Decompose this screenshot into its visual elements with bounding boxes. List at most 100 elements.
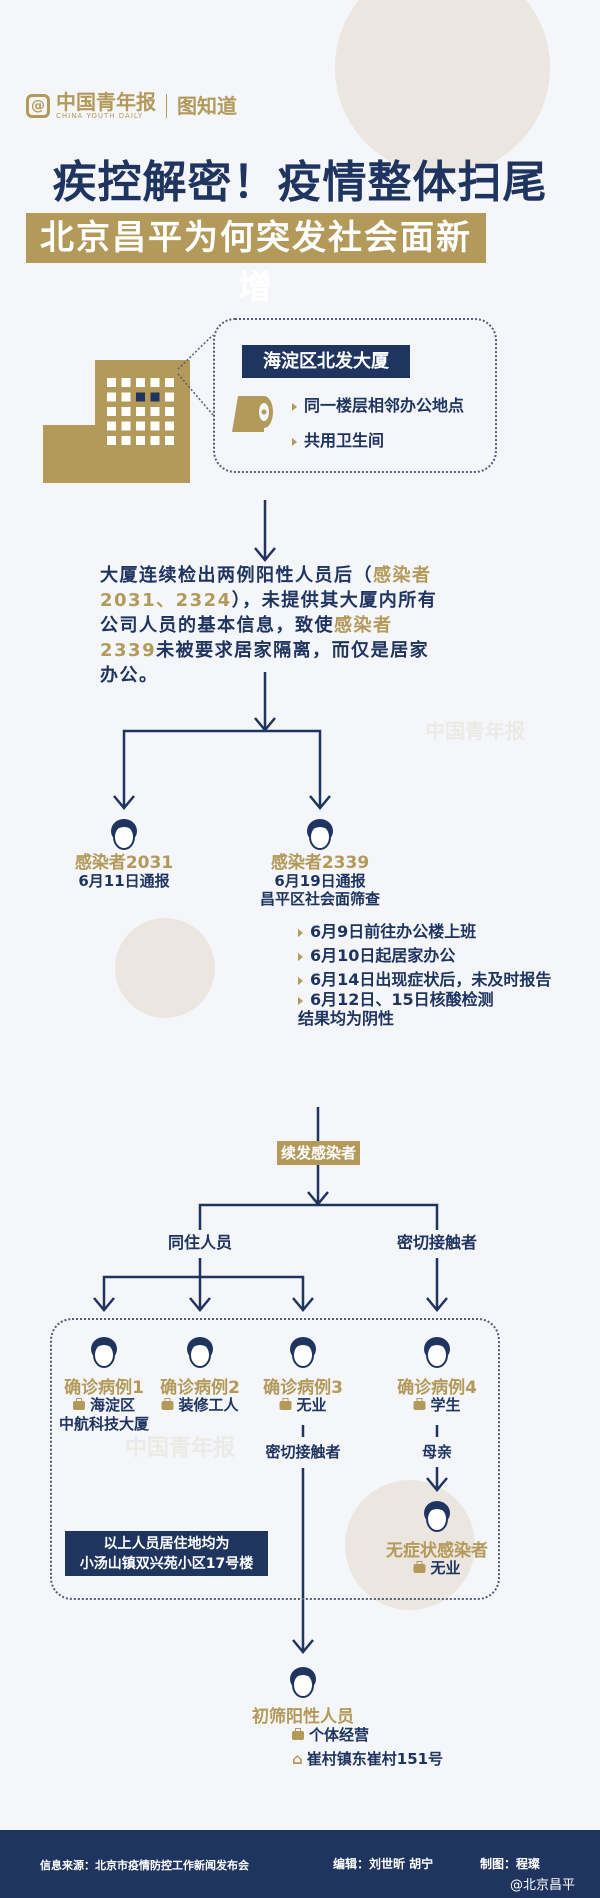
building-window bbox=[107, 421, 116, 431]
building-point: 同一楼层相邻办公地点 bbox=[292, 392, 464, 416]
building-point: 共用卫生间 bbox=[292, 427, 384, 451]
building-window bbox=[107, 378, 116, 387]
case-label: 确诊病例3 bbox=[263, 1378, 343, 1398]
timeline-point: 6月9日前往办公楼上班 bbox=[298, 918, 476, 942]
virus-decoration bbox=[335, 0, 550, 175]
building-window bbox=[121, 407, 131, 416]
building-window bbox=[150, 392, 160, 402]
case-job: 装修工人 bbox=[161, 1396, 239, 1415]
building-window bbox=[107, 407, 116, 416]
case-job-text: 装修工人 bbox=[178, 1396, 239, 1414]
building-window bbox=[136, 392, 145, 402]
briefcase-icon bbox=[161, 1398, 174, 1410]
initial-positive-job: 个体经营 bbox=[292, 1726, 369, 1745]
building-window bbox=[150, 436, 160, 445]
footer-source: 信息来源：北京市疫情防控工作新闻发布会 bbox=[40, 1859, 249, 1872]
briefcase-icon bbox=[292, 1728, 304, 1740]
residence-note: 以上人员居住地均为 小汤山镇双兴苑小区17号楼 bbox=[65, 1531, 268, 1576]
building-window bbox=[165, 378, 174, 387]
watermark: 中国青年报 bbox=[425, 719, 525, 743]
building-window bbox=[121, 421, 131, 431]
building-window bbox=[107, 436, 116, 445]
person-icon bbox=[185, 1336, 215, 1368]
person-icon bbox=[109, 818, 139, 850]
paragraph-text: 未被要求居家隔离，而仅是居家办公。 bbox=[100, 640, 430, 686]
building-window bbox=[165, 407, 174, 416]
briefcase-icon bbox=[413, 1561, 426, 1573]
case-job-text: 无业 bbox=[296, 1396, 327, 1414]
initial-positive-address: ⌂崔村镇东崔村151号 bbox=[292, 1750, 443, 1769]
branch-close-contacts: 密切接触者 bbox=[396, 1233, 478, 1252]
highlight-cases: 感染者2031、2324 bbox=[100, 565, 432, 611]
building-window bbox=[107, 392, 116, 402]
building-callout bbox=[213, 318, 497, 473]
logo: @ 中国青年报 CHINA YOUTH DAILY 图知道 bbox=[26, 92, 237, 120]
person-icon bbox=[288, 1336, 318, 1368]
residence-line: 小汤山镇双兴苑小区17号楼 bbox=[79, 1556, 254, 1572]
person-icon bbox=[422, 1500, 452, 1532]
residence-group bbox=[50, 1318, 500, 1600]
asymptomatic-job: 无业 bbox=[413, 1559, 461, 1578]
case-job-text: 学生 bbox=[430, 1396, 461, 1414]
building-window bbox=[136, 436, 145, 445]
case-job: 海淀区 bbox=[72, 1396, 136, 1415]
logo-english: CHINA YOUTH DAILY bbox=[56, 112, 144, 120]
secondary-badge: 续发感染者 bbox=[277, 1141, 360, 1165]
residence-line: 以上人员居住地均为 bbox=[103, 1536, 230, 1552]
virus-decoration bbox=[345, 1480, 475, 1610]
building-window bbox=[136, 378, 145, 387]
case-2339-note: 6月19日通报 bbox=[274, 872, 366, 890]
building-window bbox=[136, 407, 145, 416]
person-icon bbox=[422, 1336, 452, 1368]
branch-cohabitants: 同住人员 bbox=[167, 1233, 233, 1252]
asymptomatic-job-text: 无业 bbox=[430, 1559, 461, 1577]
footer: 信息来源：北京市疫情防控工作新闻发布会 编辑：刘世昕 胡宁 制图：程璨 @北京昌… bbox=[0, 1830, 600, 1898]
watermark: 中国青年报 bbox=[125, 1436, 236, 1461]
person-icon bbox=[305, 818, 335, 850]
timeline-point: 6月14日出现症状后，未及时报告 bbox=[298, 966, 551, 990]
briefcase-icon bbox=[279, 1398, 292, 1410]
asymptomatic-label: 无症状感染者 bbox=[386, 1541, 488, 1561]
building-window bbox=[150, 421, 160, 431]
building-window bbox=[150, 407, 160, 416]
virus-decoration bbox=[115, 918, 215, 1018]
timeline-point: 6月12日、15日核酸检测结果均为阴性 bbox=[298, 990, 498, 1028]
building-window bbox=[165, 436, 174, 445]
person-icon bbox=[89, 1336, 119, 1368]
case-2339-note: 昌平区社会面筛查 bbox=[259, 890, 381, 908]
logo-at-icon: @ bbox=[26, 94, 50, 118]
building-window bbox=[136, 421, 145, 431]
case-label: 确诊病例2 bbox=[160, 1378, 240, 1398]
building-name: 海淀区北发大厦 bbox=[242, 345, 410, 378]
case-2031-label: 感染者2031 bbox=[74, 853, 174, 873]
case-2031-note: 6月11日通报 bbox=[78, 872, 170, 890]
case-job-text: 海淀区 bbox=[89, 1396, 136, 1414]
building-window bbox=[121, 436, 131, 445]
case-label: 确诊病例4 bbox=[397, 1378, 477, 1398]
column-name: 图知道 bbox=[177, 94, 237, 118]
logo-divider bbox=[166, 94, 167, 118]
case-2339-label: 感染者2339 bbox=[270, 853, 370, 873]
case-label: 确诊病例1 bbox=[64, 1378, 144, 1398]
building-window bbox=[121, 378, 131, 387]
toilet-paper-icon bbox=[232, 396, 273, 432]
building-window bbox=[150, 378, 160, 387]
case-job: 无业 bbox=[279, 1396, 327, 1415]
case-job-2: 中航科技大厦 bbox=[58, 1415, 150, 1433]
footer-graphics: 制图：程璨 bbox=[480, 1857, 541, 1871]
highlight-case: 感染者2339 bbox=[100, 615, 393, 661]
paragraph-text: ），未提供其大厦内所有公司人员的基本信息，致使 bbox=[100, 590, 438, 636]
timeline-point: 6月10日起居家办公 bbox=[298, 942, 455, 966]
weibo-watermark: @北京昌平 bbox=[510, 1878, 576, 1893]
person-icon bbox=[288, 1666, 318, 1698]
logo-name: 中国青年报 bbox=[56, 90, 156, 114]
initial-positive-label: 初筛阳性人员 bbox=[252, 1707, 354, 1727]
cause-paragraph: 大厦连续检出两例阳性人员后（感染者2031、2324），未提供其大厦内所有公司人… bbox=[100, 563, 440, 688]
briefcase-icon bbox=[413, 1398, 426, 1410]
briefcase-icon bbox=[72, 1398, 85, 1410]
case-job: 学生 bbox=[413, 1396, 461, 1415]
building-window bbox=[165, 392, 174, 402]
subtitle-banner: 北京昌平为何突发社会面新增 bbox=[26, 213, 486, 308]
building-window bbox=[121, 392, 131, 402]
